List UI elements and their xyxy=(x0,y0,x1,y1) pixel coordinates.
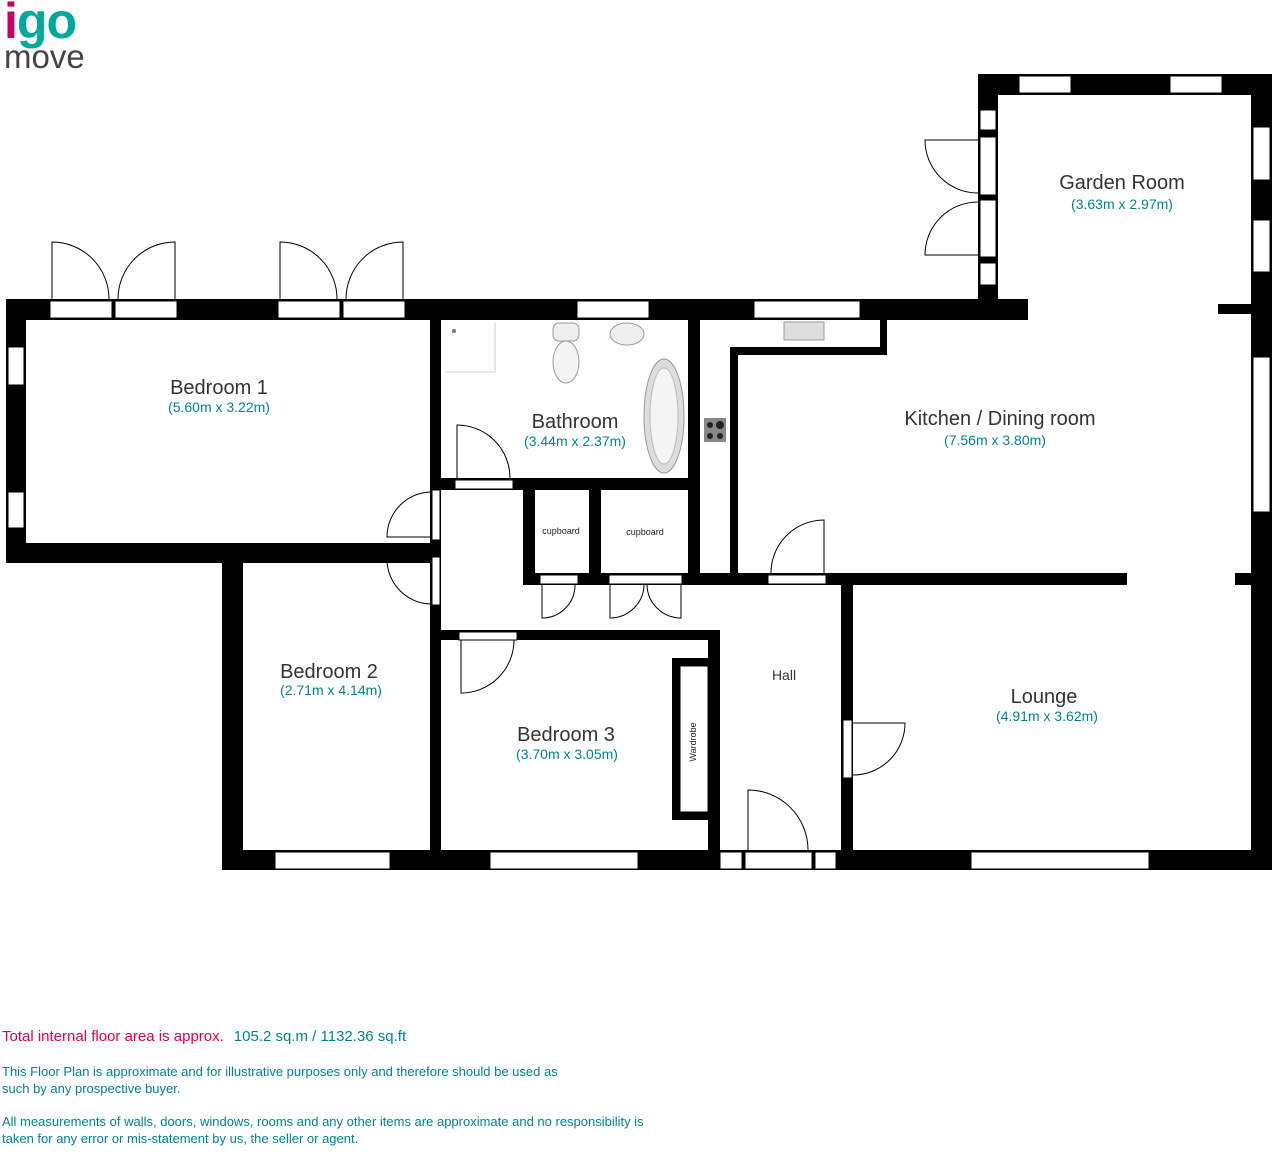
fixtures xyxy=(445,321,825,474)
sink xyxy=(783,321,825,341)
total-area-label: Total internal floor area is approx. xyxy=(2,1028,224,1045)
footer: Total internal floor area is approx. 105.… xyxy=(2,1028,672,1163)
bathroom-name: Bathroom xyxy=(532,411,619,433)
windows xyxy=(7,75,1271,870)
disclaimer-illustrative: This Floor Plan is approximate and for i… xyxy=(2,1064,558,1096)
logo-move: move xyxy=(4,38,85,75)
total-area: Total internal floor area is approx. 105.… xyxy=(2,1028,672,1045)
garden-room-name: Garden Room xyxy=(1059,172,1185,194)
room-labels: Bedroom 1 (5.60m x 3.22m) Bathroom (3.44… xyxy=(168,172,1185,762)
kitchen-dims: (7.56m x 3.80m) xyxy=(944,432,1046,448)
hob xyxy=(704,418,726,442)
disclaimer-measurements: All measurements of walls, doors, window… xyxy=(2,1114,644,1146)
bedroom3-name: Bedroom 3 xyxy=(517,724,615,746)
bathroom-dims: (3.44m x 2.37m) xyxy=(524,433,626,449)
toilet xyxy=(552,322,580,342)
total-area-value: 105.2 sq.m / 1132.36 sq.ft xyxy=(233,1028,407,1045)
lounge-dims: (4.91m x 3.62m) xyxy=(996,708,1098,724)
basin xyxy=(609,322,645,346)
bedroom1-dims: (5.60m x 3.22m) xyxy=(168,399,270,415)
bedroom2-name: Bedroom 2 xyxy=(280,661,378,683)
igo-move-logo: igo move xyxy=(4,0,85,73)
cupboard2-label: cupboard xyxy=(626,527,664,537)
lounge-name: Lounge xyxy=(1011,686,1078,708)
floor-plan: Bedroom 1 (5.60m x 3.22m) Bathroom (3.44… xyxy=(6,74,1272,870)
hall-name: Hall xyxy=(772,667,796,683)
bedroom3-dims: (3.70m x 3.05m) xyxy=(516,746,618,762)
logo-go: go xyxy=(16,0,77,49)
cupboard1-label: cupboard xyxy=(542,526,580,536)
logo-i: i xyxy=(4,0,18,49)
bedroom1-name: Bedroom 1 xyxy=(170,377,268,399)
doors xyxy=(51,139,979,851)
kitchen-name: Kitchen / Dining room xyxy=(904,408,1095,430)
garden-room-dims: (3.63m x 2.97m) xyxy=(1071,196,1173,212)
wardrobe-label: Wardrobe xyxy=(688,722,698,761)
bedroom2-dims: (2.71m x 4.14m) xyxy=(280,682,382,698)
